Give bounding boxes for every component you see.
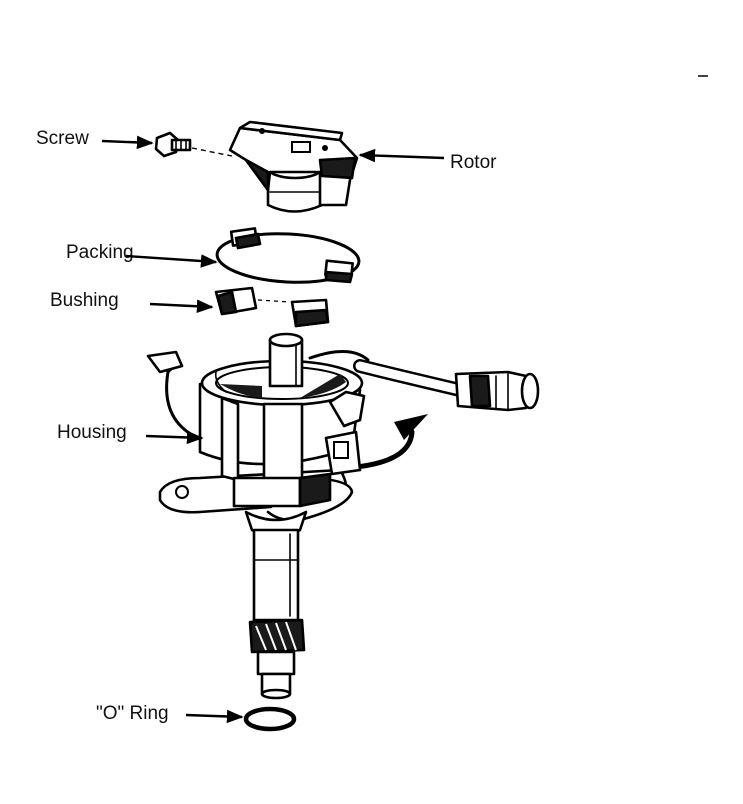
label-screw: Screw bbox=[36, 128, 89, 149]
label-o-ring: "O" Ring bbox=[96, 703, 169, 724]
shaft-part bbox=[244, 510, 308, 700]
packing-part bbox=[215, 227, 361, 284]
housing-part bbox=[146, 332, 540, 522]
label-packing: Packing bbox=[66, 242, 134, 263]
arrow-o-ring bbox=[185, 709, 244, 724]
label-rotor: Rotor bbox=[450, 152, 497, 173]
o-ring-part bbox=[243, 706, 297, 732]
arrow-housing bbox=[145, 430, 204, 445]
arrow-bushing bbox=[149, 299, 214, 313]
arrow-packing bbox=[125, 254, 218, 268]
screw-part bbox=[154, 131, 233, 158]
arrow-screw bbox=[101, 135, 154, 150]
label-bushing: Bushing bbox=[50, 290, 119, 311]
label-housing: Housing bbox=[57, 422, 127, 443]
rotor-part bbox=[228, 120, 359, 213]
bushing-part bbox=[214, 286, 330, 328]
arrow-rotor bbox=[358, 148, 445, 163]
